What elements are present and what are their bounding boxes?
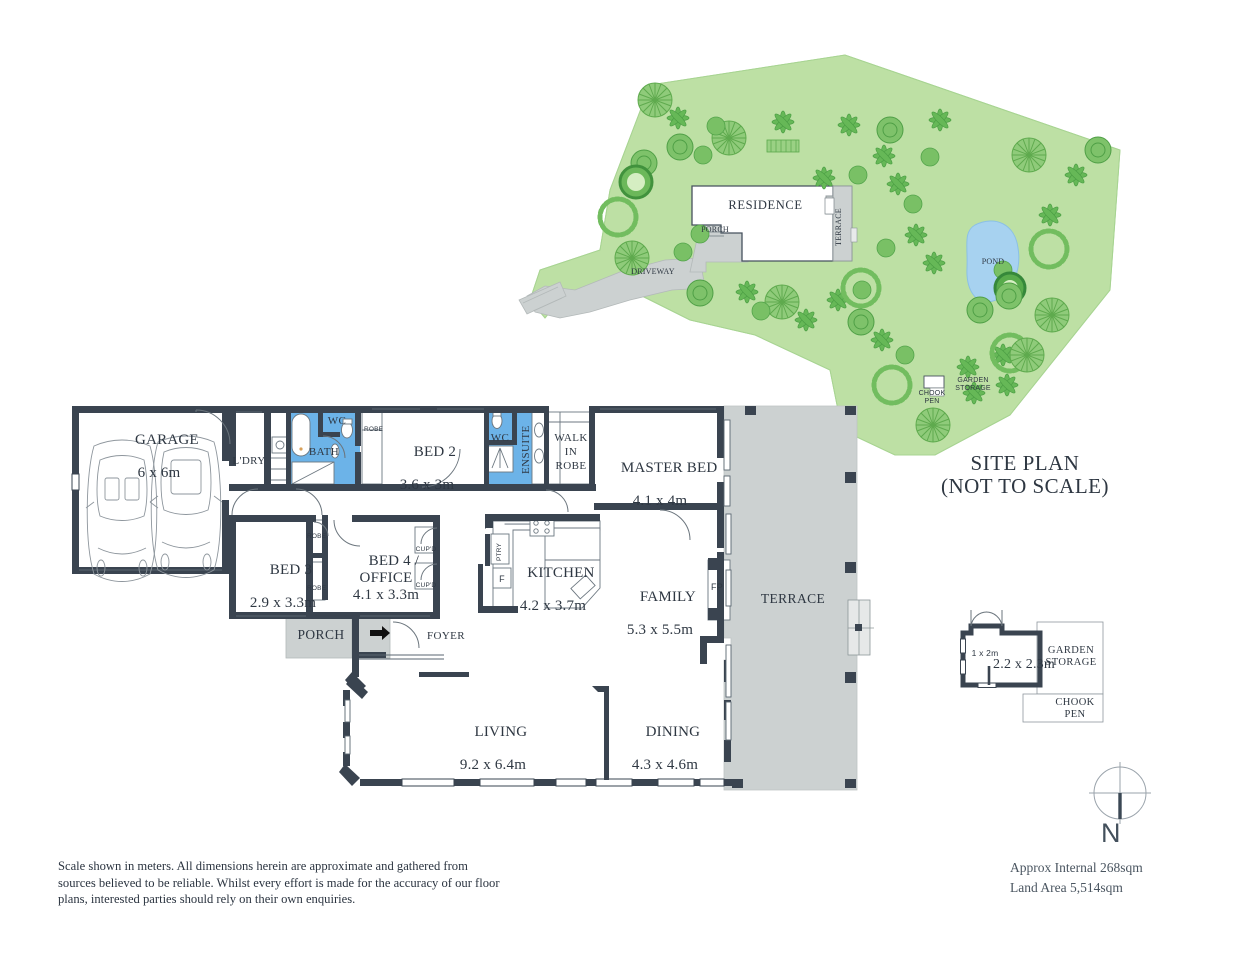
storage-chook-pen-line2: PEN — [1064, 709, 1086, 720]
masterbed-dim: 4.1 x 4m — [632, 493, 688, 510]
compass-rose — [1089, 762, 1151, 824]
bed3-dim: 2.9 x 3.3m — [249, 595, 317, 612]
site-terrace-label: TERRACE — [834, 208, 843, 246]
site-garden-storage — [923, 375, 945, 389]
room-label-wc2: WC — [490, 432, 510, 444]
fixture-label-fireplace: FP — [711, 582, 723, 592]
masterbed-name: MASTER BED — [620, 459, 718, 476]
dining-dim: 4.3 x 4.6m — [631, 757, 699, 774]
fixture-label-cupd-lower: CUP'D — [415, 582, 437, 589]
driveway-entry — [518, 281, 567, 315]
compass-north-label: N — [1101, 818, 1121, 848]
family-name: FAMILY — [639, 588, 696, 605]
lot-outline — [529, 54, 1121, 456]
window-lines — [79, 408, 732, 755]
fixture-label-robe-bed2: ROBE — [364, 426, 384, 433]
room-label-terrace: TERRACE — [760, 591, 826, 606]
site-plan-title-line1: SITE PLAN — [970, 451, 1080, 475]
room-label-ensuite: ENSUITE — [520, 425, 532, 475]
site-vegetation — [600, 82, 1112, 443]
storage-label-line2: STORAGE — [1045, 657, 1097, 668]
site-chook-pen-label-line1: CHOOK — [918, 390, 946, 397]
room-label-dining: DINING 4.3 x 4.6m — [611, 707, 719, 808]
site-residence-label: RESIDENCE — [728, 198, 803, 212]
garage-name: GARAGE — [135, 431, 199, 448]
room-label-kitchen: KITCHEN 4.2 x 3.7m — [508, 548, 598, 649]
room-label-porch: PORCH — [297, 627, 345, 642]
site-plan-title-line2: (NOT TO SCALE) — [940, 474, 1109, 498]
site-porch-label: PORCH — [701, 225, 729, 234]
storage-chook-pen-line1: CHOOK — [1055, 697, 1095, 708]
site-garden-storage-label-line1: GARDEN — [957, 377, 989, 384]
site-pond-label: POND — [981, 257, 1005, 266]
site-chook-pen — [929, 387, 945, 397]
kitchen-name: KITCHEN — [527, 564, 595, 581]
land-area: Land Area 5,514sqm — [1010, 879, 1123, 895]
storage-dim-side: 1 x 2m — [971, 648, 999, 658]
site-chook-pen-label-line2: PEN — [924, 398, 940, 405]
fixture-label-cupd-upper: CUP'D — [415, 546, 437, 553]
storage-dim-main: 2.2 x 2.3m — [993, 657, 1055, 672]
disclaimer-text: Scale shown in meters. All dimensions he… — [58, 859, 500, 907]
family-dim: 5.3 x 5.5m — [626, 622, 694, 639]
dining-name: DINING — [645, 723, 701, 740]
room-label-bed3: BED 3 2.9 x 3.3m — [233, 545, 333, 646]
approx-internal-area: Approx Internal 268sqm — [1010, 860, 1143, 875]
site-driveway-label: DRIVEWAY — [631, 267, 675, 276]
door-swings — [195, 409, 691, 649]
bed4-dim: 4.1 x 3.3m — [352, 587, 420, 604]
bed3-name: BED 3 — [269, 561, 313, 578]
living-name: LIVING — [474, 723, 528, 740]
living-dim: 9.2 x 6.4m — [459, 757, 527, 774]
fixture-label-fridge: F — [499, 574, 505, 584]
room-label-wc1: WC — [327, 415, 347, 427]
entry-arrow-icon — [370, 626, 390, 640]
fixtures-linework — [267, 410, 731, 621]
vegetable-bed — [766, 139, 800, 153]
room-label-bed2: BED 2 3.6 x 3m — [381, 427, 473, 528]
main-floor-plan-group — [71, 405, 874, 791]
room-label-bath: BATH — [308, 446, 340, 458]
fixture-label-robe-bed3-lower: ROBE — [307, 585, 327, 592]
fixture-label-pantry: PTRY — [496, 542, 503, 562]
fixture-label-robe-bed3-upper: ROBE — [307, 533, 327, 540]
garage-dim: 6 x 6m — [137, 465, 181, 482]
room-label-master-bed: MASTER BED 4.1 x 4m — [605, 443, 718, 544]
room-label-family: FAMILY 5.3 x 5.5m — [608, 572, 712, 673]
room-label-foyer: FOYER — [426, 630, 466, 642]
car-icons — [85, 435, 223, 582]
site-plan-group — [518, 54, 1151, 824]
chook-pen-box — [1022, 693, 1104, 723]
storage-label-line1: GARDEN — [1047, 645, 1095, 656]
room-label-living: LIVING 9.2 x 6.4m — [437, 707, 549, 808]
kitchen-dim: 4.2 x 3.7m — [519, 598, 587, 615]
garden-storage-detail-group — [960, 610, 1104, 723]
bed2-name: BED 2 — [413, 443, 457, 460]
room-label-garage: GARAGE 6 x 6m — [86, 415, 232, 516]
area-summary: Approx Internal 268sqm Land Area 5,514sq… — [1010, 858, 1230, 897]
room-label-laundry: L'DRY — [232, 455, 266, 467]
site-garden-storage-label-line2: STORAGE — [955, 385, 991, 392]
bed2-dim: 3.6 x 3m — [399, 477, 455, 494]
